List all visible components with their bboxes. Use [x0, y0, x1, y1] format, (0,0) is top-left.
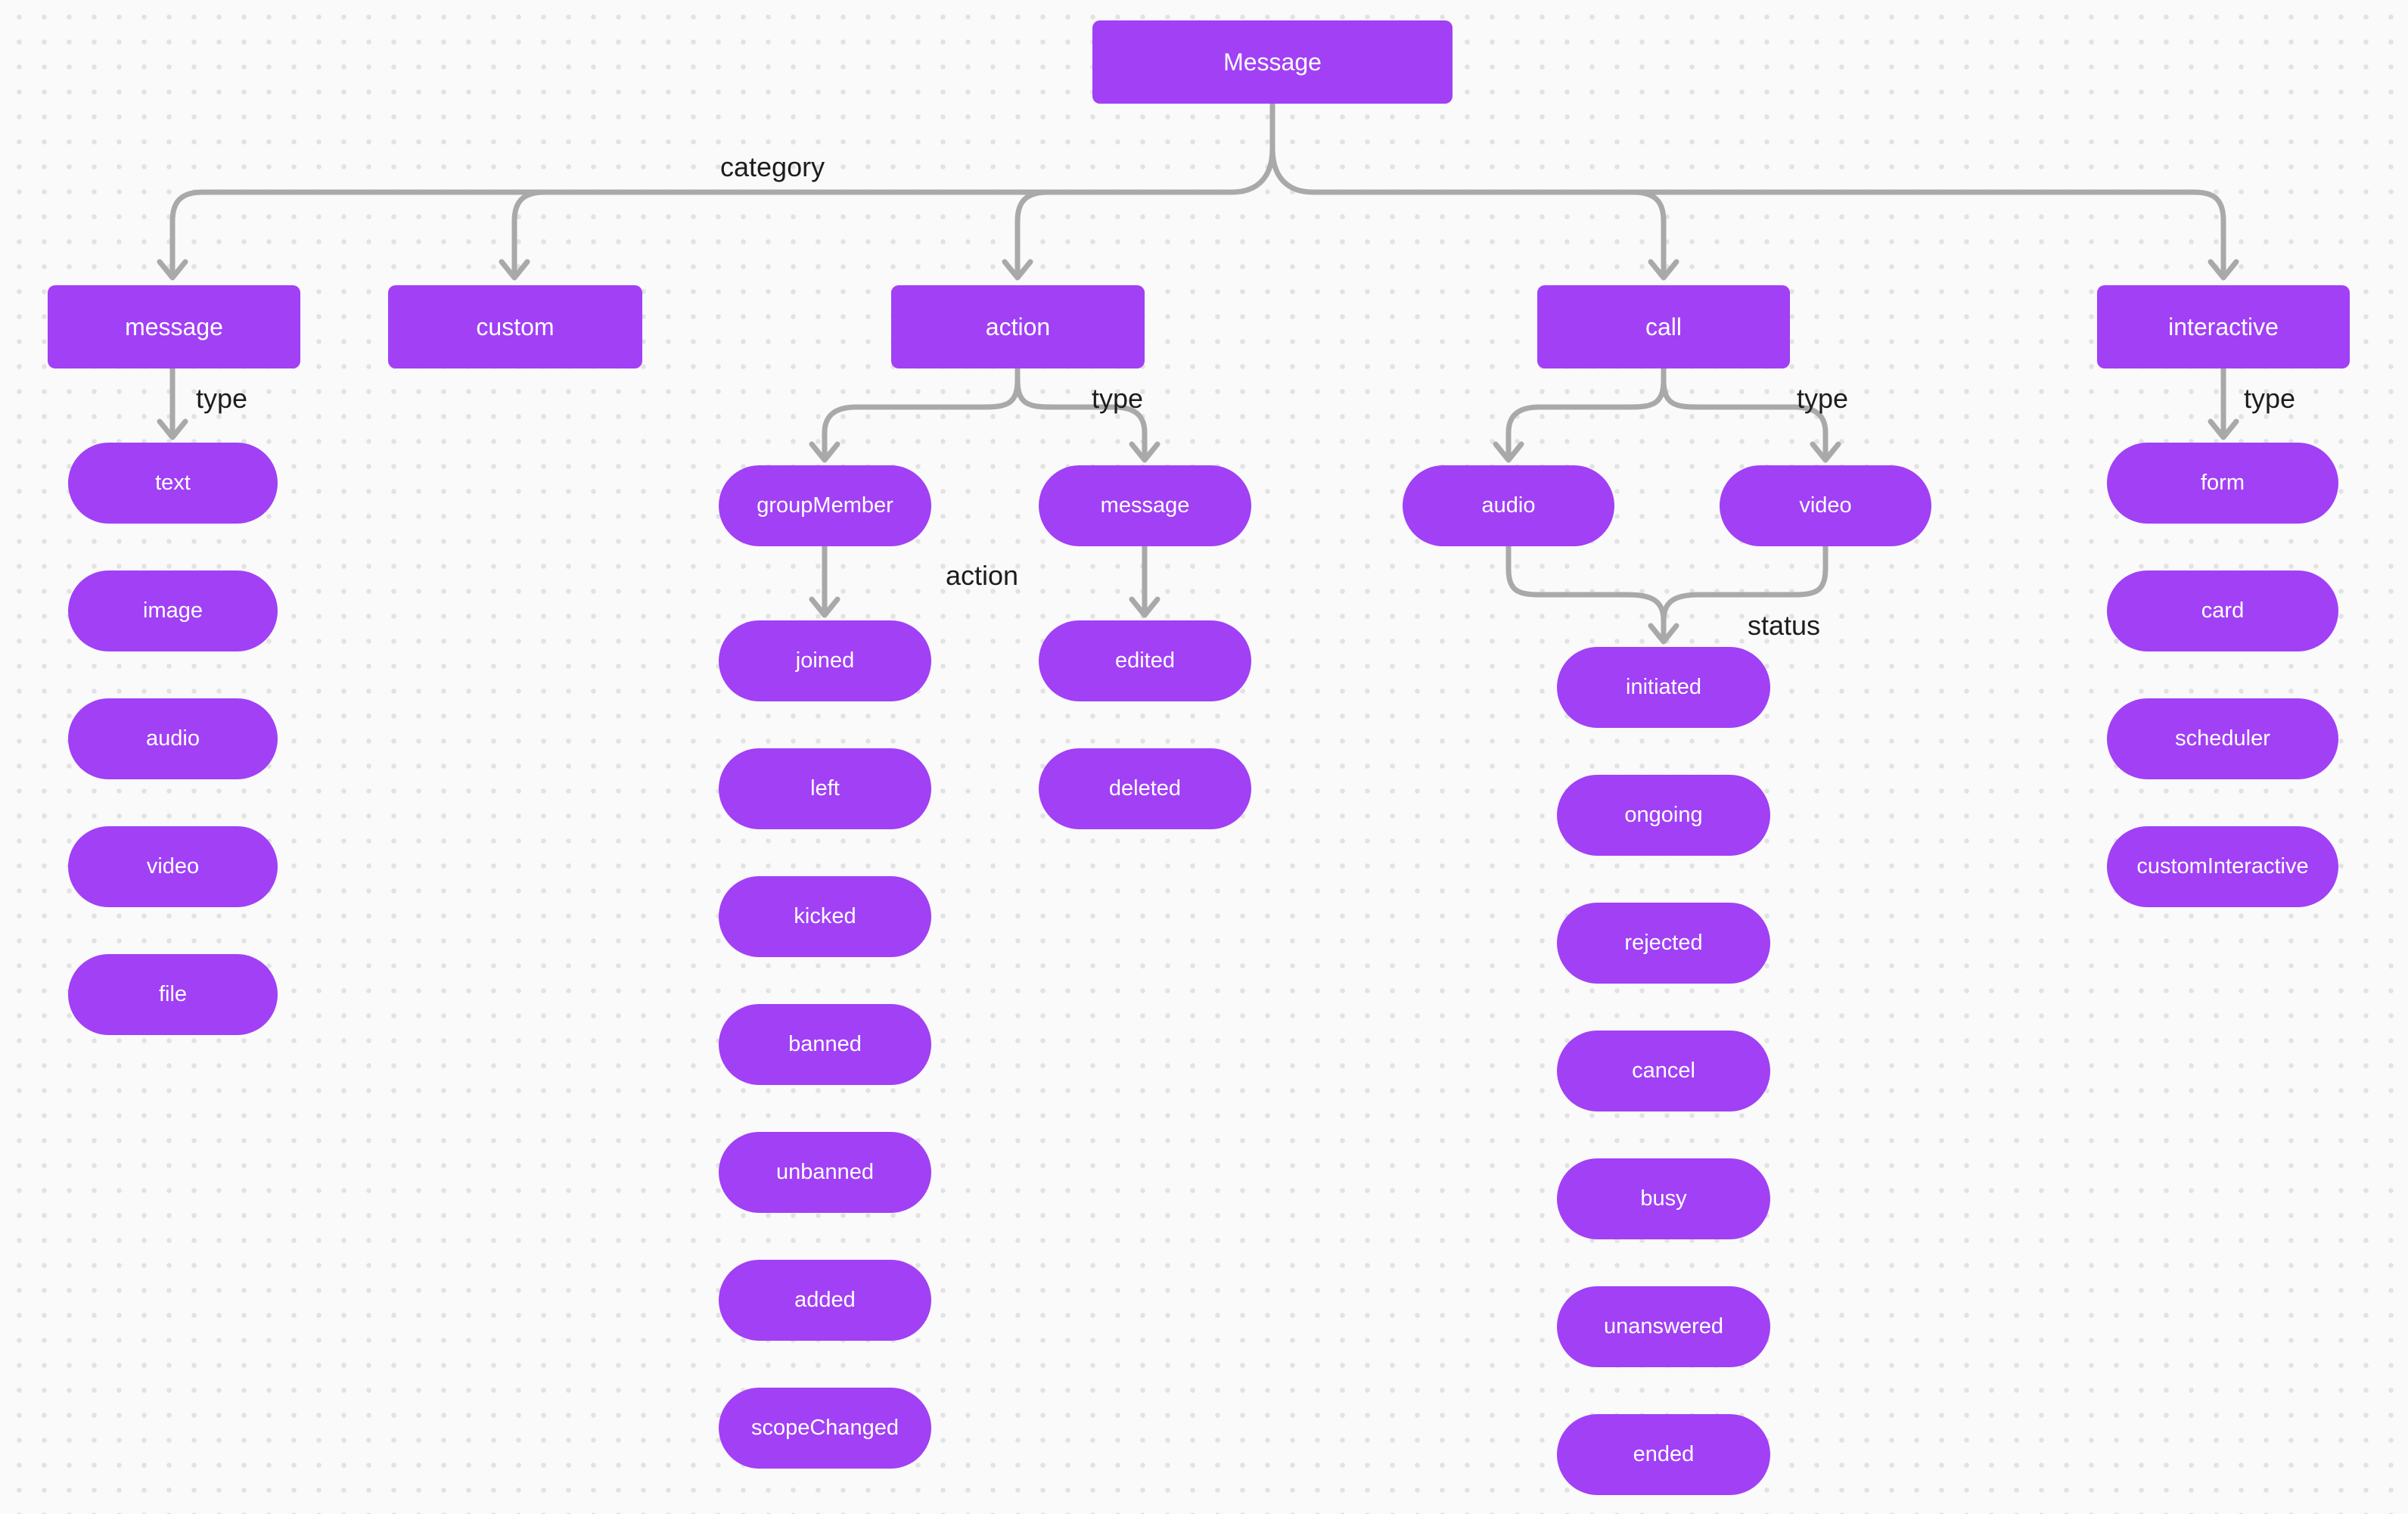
node-message-text[interactable]: text — [68, 443, 278, 524]
edge-interactive-type — [2208, 365, 2239, 440]
edge-label-call-status: status — [1748, 610, 1821, 641]
node-interactive-scheduler[interactable]: scheduler — [2107, 698, 2338, 779]
node-call-ongoing[interactable]: ongoing — [1557, 775, 1770, 856]
node-groupmember-kicked[interactable]: kicked — [719, 876, 931, 957]
edge-call-status-merge — [1505, 543, 1829, 645]
node-call-rejected[interactable]: rejected — [1557, 903, 1770, 984]
node-call-ended[interactable]: ended — [1557, 1414, 1770, 1495]
node-groupmember-scopechanged[interactable]: scopeChanged — [719, 1388, 931, 1469]
arrowhead-icon — [2208, 418, 2239, 440]
edge-label-category: category — [720, 151, 825, 182]
node-call-cancel[interactable]: cancel — [1557, 1031, 1770, 1111]
edge-label-call-type: type — [1797, 383, 1849, 414]
edge-message-type — [157, 365, 188, 440]
edge-actionmessage-children — [1129, 543, 1161, 618]
node-action-message[interactable]: message — [1039, 465, 1251, 546]
node-actionmessage-edited[interactable]: edited — [1039, 620, 1251, 701]
edge-root-category-rail — [157, 99, 2239, 281]
arrowhead-icon — [157, 418, 188, 440]
arrowhead-icon — [1493, 441, 1524, 463]
node-call-video[interactable]: video — [1720, 465, 1931, 546]
node-groupmember-added[interactable]: added — [719, 1260, 931, 1341]
node-message-image[interactable]: image — [68, 570, 278, 651]
arrowhead-icon — [1002, 259, 1033, 281]
node-category-call[interactable]: call — [1537, 285, 1790, 368]
arrowhead-icon — [1648, 259, 1679, 281]
arrowhead-icon — [1129, 596, 1161, 618]
arrowhead-icon — [499, 259, 530, 281]
node-call-unanswered[interactable]: unanswered — [1557, 1286, 1770, 1367]
edge-label-message-type: type — [196, 383, 248, 414]
node-call-initiated[interactable]: initiated — [1557, 647, 1770, 728]
node-groupmember-unbanned[interactable]: unbanned — [719, 1132, 931, 1213]
arrowhead-icon — [1129, 441, 1161, 463]
edge-label-interactive-type: type — [2244, 383, 2296, 414]
node-groupmember-banned[interactable]: banned — [719, 1004, 931, 1085]
arrowhead-icon — [157, 259, 188, 281]
node-category-custom[interactable]: custom — [388, 285, 642, 368]
node-category-action[interactable]: action — [891, 285, 1145, 368]
node-root-message[interactable]: Message — [1092, 20, 1453, 104]
arrowhead-icon — [1648, 623, 1679, 645]
edge-label-action-type: type — [1092, 383, 1144, 414]
node-actionmessage-deleted[interactable]: deleted — [1039, 748, 1251, 829]
node-interactive-form[interactable]: form — [2107, 443, 2338, 524]
node-message-file[interactable]: file — [68, 954, 278, 1035]
node-call-audio[interactable]: audio — [1403, 465, 1614, 546]
arrowhead-icon — [1810, 441, 1841, 463]
edge-groupmember-action — [809, 543, 840, 618]
node-message-audio[interactable]: audio — [68, 698, 278, 779]
arrowhead-icon — [809, 441, 840, 463]
node-groupmember-joined[interactable]: joined — [719, 620, 931, 701]
arrowhead-icon — [809, 596, 840, 618]
node-call-busy[interactable]: busy — [1557, 1158, 1770, 1239]
node-action-groupmember[interactable]: groupMember — [719, 465, 931, 546]
node-interactive-custominteractive[interactable]: customInteractive — [2107, 826, 2338, 907]
edge-label-groupmember-action: action — [946, 560, 1019, 591]
edge-call-type-split — [1493, 365, 1841, 463]
node-message-video[interactable]: video — [68, 826, 278, 907]
arrowhead-icon — [2208, 259, 2239, 281]
node-groupmember-left[interactable]: left — [719, 748, 931, 829]
node-category-message[interactable]: message — [48, 285, 300, 368]
node-category-interactive[interactable]: interactive — [2097, 285, 2350, 368]
node-interactive-card[interactable]: card — [2107, 570, 2338, 651]
edge-action-type-split — [809, 365, 1161, 463]
